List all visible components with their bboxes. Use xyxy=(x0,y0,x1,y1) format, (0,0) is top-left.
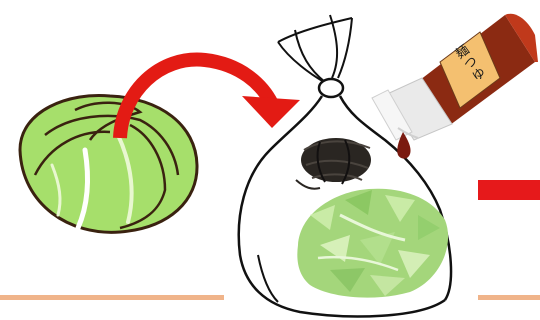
seaweed-icon xyxy=(296,138,371,189)
sauce-bottle-icon: 麺つゆ xyxy=(372,14,538,140)
red-bar xyxy=(478,180,540,200)
floor-line-left xyxy=(0,295,224,300)
floor-line-right xyxy=(478,295,540,300)
chopped-cabbage-icon xyxy=(297,189,448,298)
cabbage-icon xyxy=(20,95,197,232)
